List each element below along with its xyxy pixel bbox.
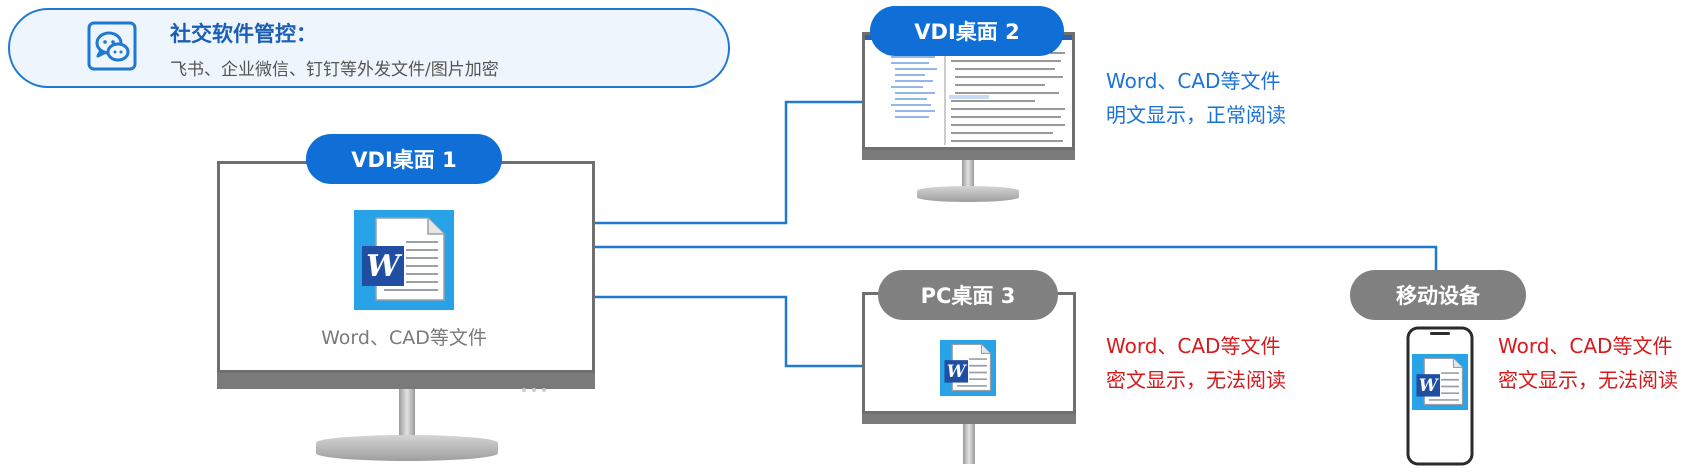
svg-text:W: W	[1419, 375, 1440, 395]
vdi2-label: VDI桌面 2	[870, 6, 1064, 56]
chat-bubbles-icon	[86, 20, 138, 72]
vdi2-monitor-stand-base	[917, 186, 1019, 202]
pc3-note: Word、CAD等文件 密文显示，无法阅读	[1106, 329, 1286, 397]
vdi2-monitor-bezel	[862, 150, 1075, 160]
pc3-label: PC桌面 3	[878, 270, 1058, 320]
connector-to-mobile	[455, 245, 1438, 271]
vdi2-monitor-stand-neck	[962, 160, 974, 190]
connector-to-vdi2	[455, 100, 862, 225]
vdi1-file-caption: Word、CAD等文件	[321, 327, 487, 349]
mobile-encrypted-word-icon: W	[1412, 354, 1468, 410]
pc3-note-line1: Word、CAD等文件	[1106, 334, 1281, 358]
svg-text:W: W	[366, 249, 403, 284]
mobile-note: Word、CAD等文件 密文显示，无法阅读	[1498, 329, 1678, 397]
pc3-monitor-stand-neck	[963, 424, 975, 464]
word-document-icon: W	[354, 210, 454, 310]
banner-title: 社交软件管控：	[170, 22, 317, 46]
vdi1-monitor-stand-neck	[399, 389, 415, 437]
vdi1-label: VDI桌面 1	[306, 134, 502, 184]
pc3-encrypted-word-icon: W	[940, 340, 996, 396]
vdi2-note: Word、CAD等文件 明文显示，正常阅读	[1106, 64, 1286, 132]
vdi2-note-line2: 明文显示，正常阅读	[1106, 103, 1286, 127]
vdi1-monitor-buttons	[520, 378, 560, 392]
vdi2-note-line1: Word、CAD等文件	[1106, 69, 1281, 93]
vdi1-monitor-bezel	[217, 373, 595, 389]
pc3-note-line2: 密文显示，无法阅读	[1106, 368, 1286, 392]
vdi1-monitor-stand-base	[316, 435, 498, 461]
svg-text:W: W	[947, 361, 968, 381]
banner-subtitle: 飞书、企业微信、钉钉等外发文件/图片加密	[170, 60, 499, 80]
pc3-monitor-bezel	[862, 414, 1076, 424]
mobile-note-line1: Word、CAD等文件	[1498, 334, 1673, 358]
mobile-label: 移动设备	[1350, 270, 1526, 320]
mobile-note-line2: 密文显示，无法阅读	[1498, 368, 1678, 392]
